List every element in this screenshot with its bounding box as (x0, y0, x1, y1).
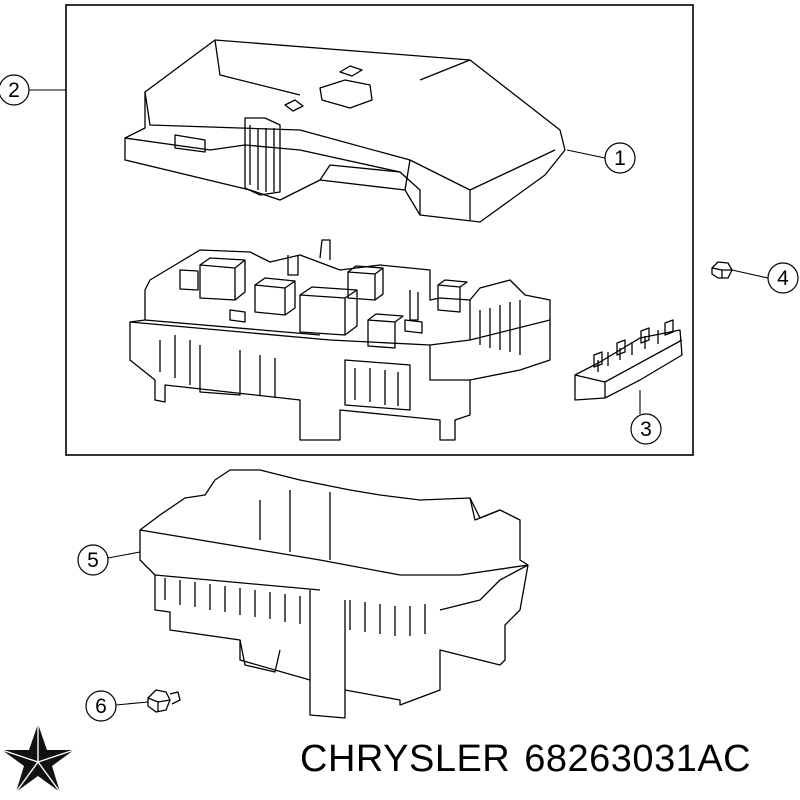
brand-part-label: CHRYSLER 68263031AC (300, 738, 751, 781)
assembly-frame (65, 4, 694, 456)
fuse-box-cover (124, 39, 566, 223)
part-number: 68263031AC (524, 738, 752, 780)
nut (711, 261, 733, 279)
callout-1: 1 (566, 142, 636, 174)
callout-3: 3 (630, 390, 662, 445)
callout-5-label: 5 (87, 549, 99, 572)
callout-2: 2 (0, 74, 66, 106)
callout-6: 6 (85, 690, 149, 722)
callout-2-label: 2 (8, 79, 20, 102)
lower-housing (139, 469, 529, 719)
callout-5: 5 (77, 544, 141, 576)
callout-1-label: 1 (614, 147, 626, 170)
fuse-block (574, 319, 683, 401)
chrysler-pentastar-icon (1, 724, 75, 793)
callout-3-label: 3 (640, 418, 652, 441)
bolt (147, 689, 181, 713)
brand-name: CHRYSLER (300, 738, 511, 780)
callout-4-label: 4 (777, 267, 789, 290)
callout-6-label: 6 (95, 695, 107, 718)
callout-4: 4 (731, 262, 799, 294)
fuse-box-body (129, 239, 551, 441)
